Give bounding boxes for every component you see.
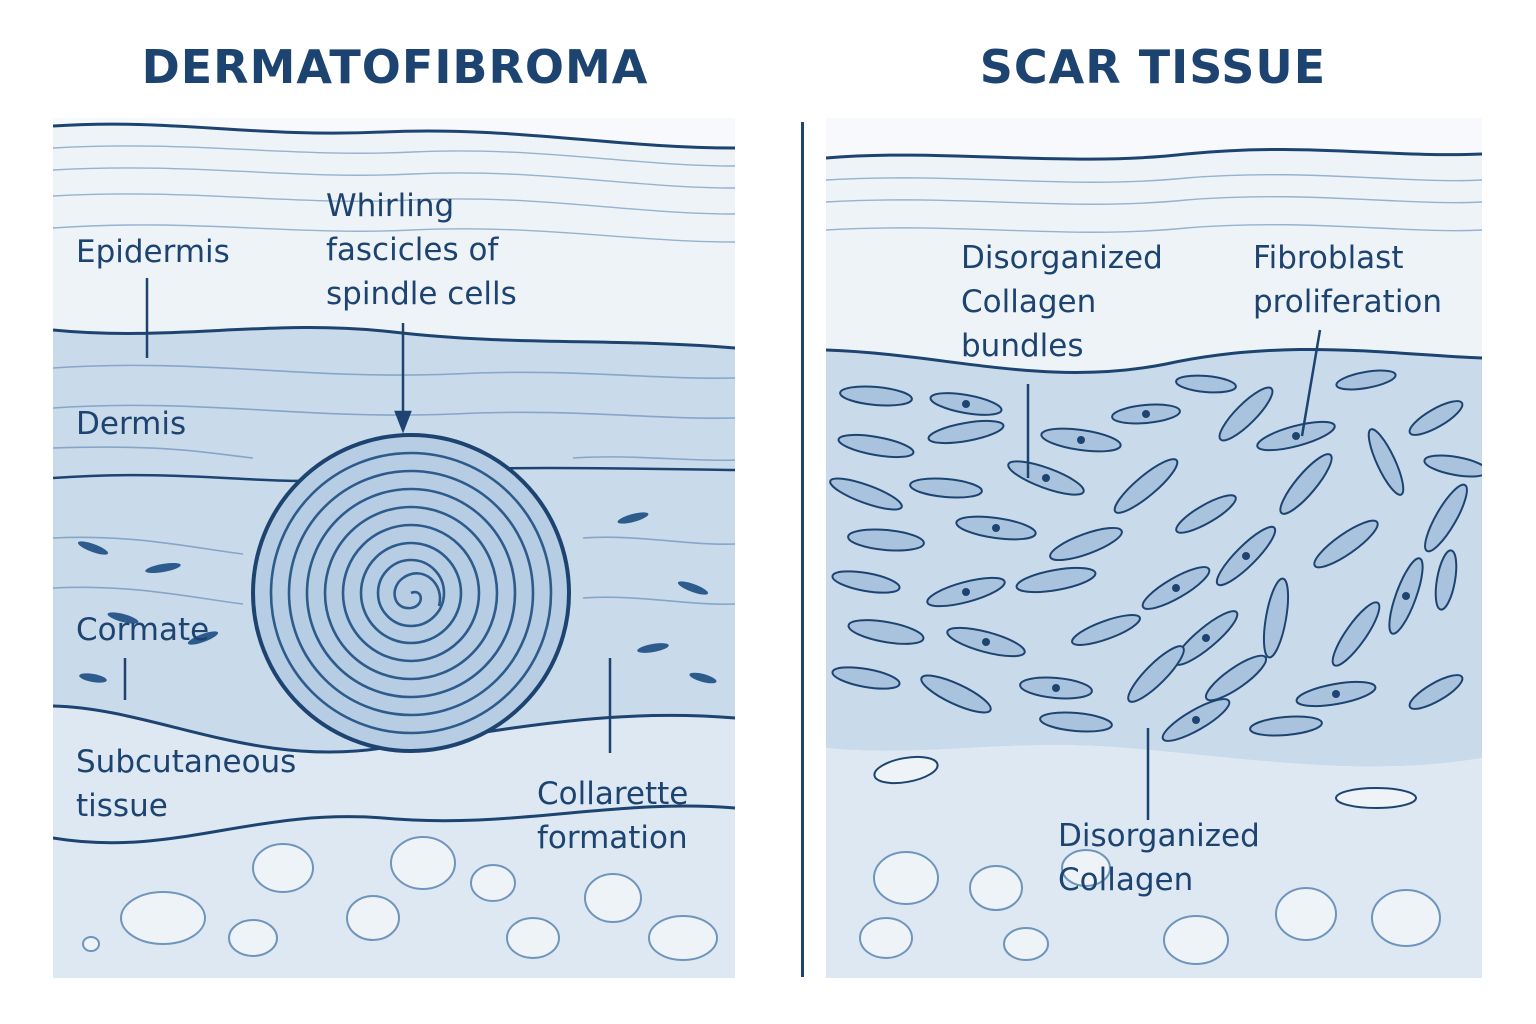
dermatofibroma-diagram [53, 118, 735, 978]
epidermis-striations [53, 145, 735, 243]
spindle-cells-left [77, 512, 717, 684]
fat-cells-left [82, 836, 718, 961]
label-whirling-fascicles: Whirling fascicles of spindle cells [326, 188, 517, 312]
scar-dermis-border-line [826, 347, 1482, 375]
scar-epidermis-striations [826, 173, 1482, 233]
label-cormate: Cormate [76, 612, 210, 648]
label-dermis: Dermis [76, 406, 187, 442]
scar-tissue-diagram [826, 118, 1482, 978]
subcutaneous-layer [53, 706, 735, 978]
label-disorganized-collagen-bundles: Disorganized Collagen bundles [961, 240, 1163, 364]
dermatofibroma-title: DERMATOFIBROMA [141, 40, 649, 94]
label-collarette-formation: Collarette formation [537, 776, 689, 856]
dermatofibroma-nodule [251, 433, 571, 753]
scar-fat-cells [859, 849, 1441, 965]
scar-surface-line [826, 147, 1482, 161]
fat-border-line [53, 804, 735, 845]
leader-lines-right [1026, 329, 1322, 820]
epidermis-surface-line [53, 122, 735, 150]
epidermis-layer [53, 124, 735, 348]
label-disorganized-collagen: Disorganized Collagen [1058, 818, 1260, 898]
dermis-collagen-strands [53, 364, 735, 606]
scar-epidermis-layer [826, 149, 1482, 373]
fibroblast-nuclei [962, 400, 1410, 724]
whorl-rings [269, 451, 553, 735]
label-subcutaneous-tissue: Subcutaneous tissue [76, 744, 297, 824]
dermis-border-line [53, 325, 735, 350]
scar-dermis-layer [826, 349, 1482, 767]
label-epidermis: Epidermis [76, 234, 230, 270]
panel-divider [801, 122, 804, 977]
scar-tissue-title: SCAR TISSUE [979, 40, 1327, 94]
label-fibroblast-proliferation: Fibroblast proliferation [1253, 240, 1443, 320]
leader-lines-left [123, 278, 612, 753]
